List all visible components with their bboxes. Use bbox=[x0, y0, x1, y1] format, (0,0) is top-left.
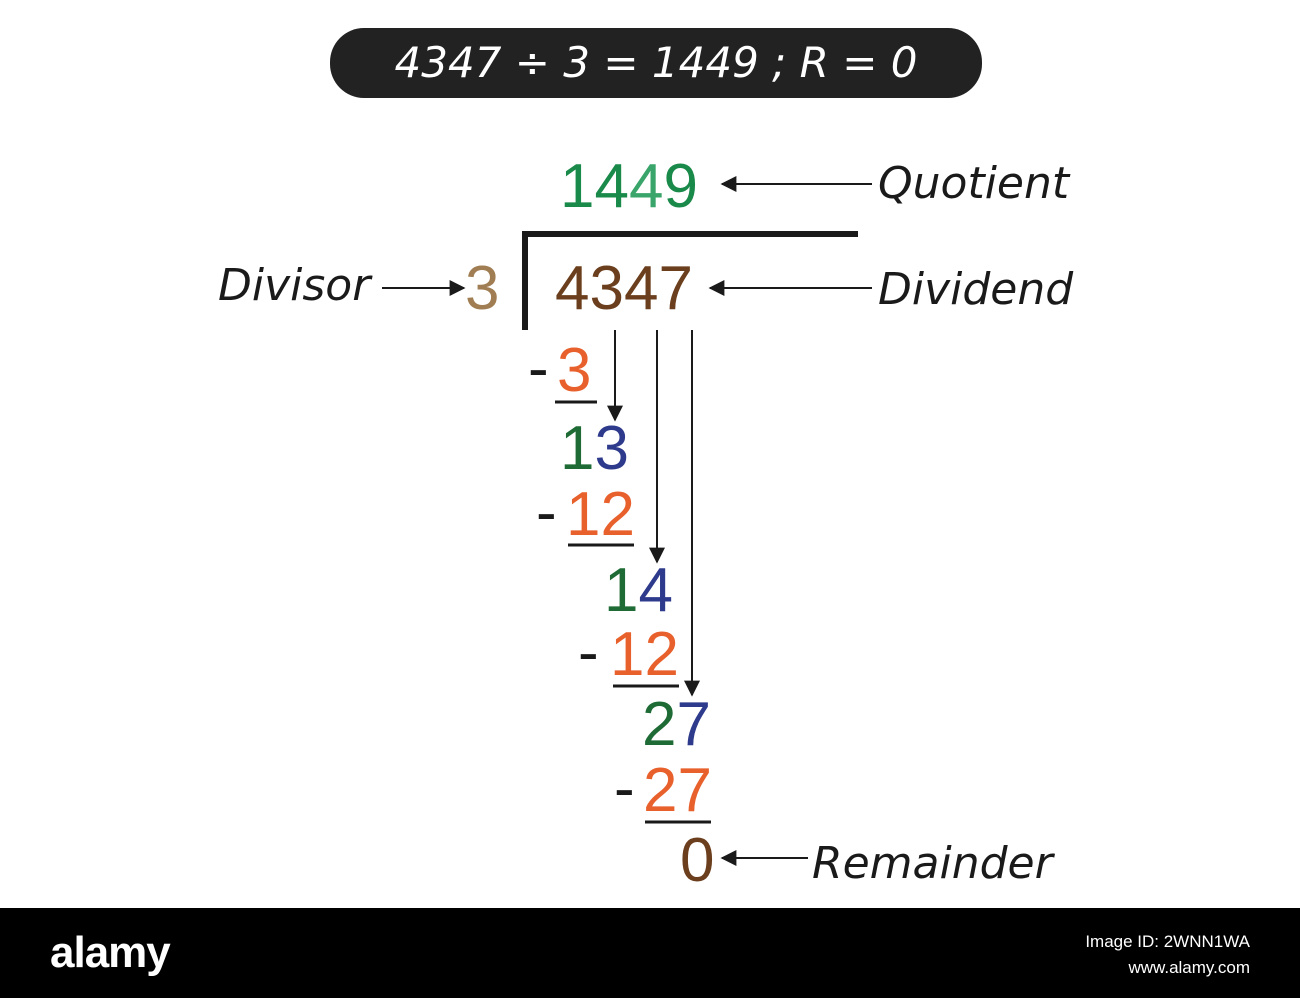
image-id: Image ID: 2WNN1WA bbox=[1085, 932, 1250, 951]
minus-sign: - bbox=[528, 334, 549, 403]
quotient-digit: 9 bbox=[663, 152, 698, 221]
minus-sign: - bbox=[536, 478, 557, 547]
dividend-digit: 4 bbox=[623, 254, 659, 323]
divisor-value: 3 bbox=[465, 254, 500, 323]
division-bracket bbox=[522, 231, 858, 330]
quotient-value: 1449 bbox=[560, 156, 698, 218]
dividend-value: 4347 bbox=[555, 258, 693, 320]
watermark-footer: alamy Image ID: 2WNN1WA www.alamy.com bbox=[0, 908, 1300, 998]
brand-logo: alamy bbox=[50, 928, 171, 977]
remainder-value: 0 bbox=[680, 826, 715, 895]
partial-dividend: 13 bbox=[560, 418, 629, 480]
partial-digit: 1 bbox=[604, 556, 639, 625]
subtract-value: 3 bbox=[557, 336, 592, 405]
equation-banner: 4347 ÷ 3 = 1449 ; R = 0 bbox=[330, 28, 982, 98]
quotient-label: Quotient bbox=[878, 158, 1070, 209]
partial-dividend: 27 bbox=[642, 694, 711, 756]
dividend-digit: 3 bbox=[589, 254, 624, 323]
partial-dividend: 14 bbox=[604, 560, 673, 622]
brought-down-digit: 4 bbox=[638, 556, 673, 625]
quotient-digit: 4 bbox=[628, 152, 664, 221]
equation-text: 4347 ÷ 3 = 1449 ; R = 0 bbox=[394, 38, 918, 87]
remainder-label: Remainder bbox=[812, 838, 1053, 889]
subtract-value: 12 bbox=[610, 620, 679, 689]
subtract-value: 12 bbox=[566, 480, 635, 549]
dividend-digit: 4 bbox=[555, 254, 590, 323]
quotient-digit: 1 bbox=[560, 152, 595, 221]
dividend-digit: 7 bbox=[658, 254, 693, 323]
quotient-digit: 4 bbox=[594, 152, 629, 221]
brought-down-digit: 3 bbox=[594, 414, 629, 483]
partial-digit: 1 bbox=[560, 414, 595, 483]
brought-down-digit: 7 bbox=[676, 690, 711, 759]
divisor-label: Divisor bbox=[218, 260, 371, 311]
dividend-label: Dividend bbox=[878, 264, 1074, 315]
minus-sign: - bbox=[614, 754, 635, 823]
minus-sign: - bbox=[578, 618, 599, 687]
subtract-value: 27 bbox=[643, 756, 712, 825]
site-url: www.alamy.com bbox=[1128, 958, 1250, 977]
partial-digit: 2 bbox=[642, 690, 677, 759]
